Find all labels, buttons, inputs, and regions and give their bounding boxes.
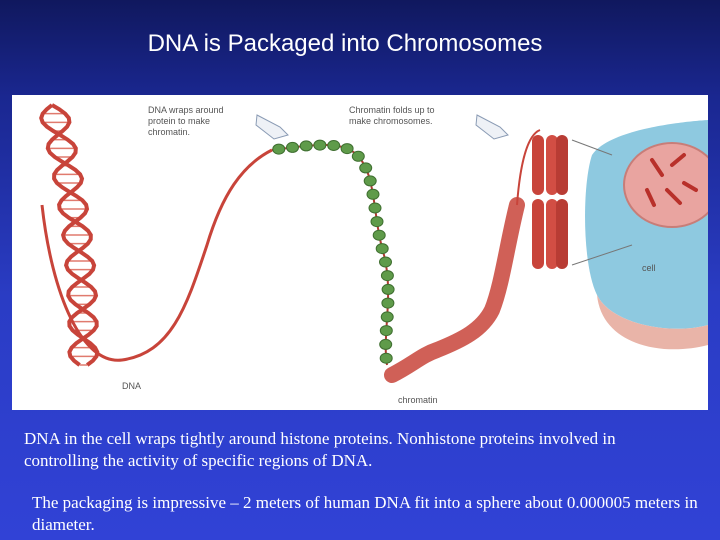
histone-bead <box>379 338 393 350</box>
histone-bead <box>366 188 380 200</box>
histone-bead <box>379 256 392 268</box>
histone-beads <box>272 139 395 364</box>
callout-chromatin-folds-1: Chromatin folds up to <box>349 105 435 115</box>
histone-bead <box>363 175 377 187</box>
cell-illustration <box>585 120 708 350</box>
helix-backbone <box>45 103 100 367</box>
histone-bead <box>370 216 384 228</box>
callout-dna-wraps-3: chromatin. <box>148 127 190 137</box>
label-dna: DNA <box>122 381 141 391</box>
label-chromatin: chromatin <box>398 395 438 405</box>
callout-dna-wraps-1: DNA wraps around <box>148 105 224 115</box>
dna-packaging-figure: DNA wraps around protein to make chromat… <box>12 95 708 410</box>
chromatin-fiber <box>384 197 525 383</box>
histone-bead <box>375 243 389 255</box>
histone-bead <box>359 162 373 174</box>
histone-bead <box>286 141 299 153</box>
slide-title: DNA is Packaged into Chromosomes <box>147 30 543 57</box>
connector-thread <box>516 129 541 206</box>
label-cell: cell <box>642 263 656 273</box>
paragraph-histone-wrapping: DNA in the cell wraps tightly around his… <box>24 429 616 470</box>
base-letter: A <box>36 154 41 161</box>
histone-bead <box>299 140 313 152</box>
histone-bead <box>379 325 393 337</box>
histone-bead <box>351 150 365 162</box>
histone-bead <box>380 311 394 323</box>
hand-pointer-icon <box>255 114 289 140</box>
histone-bead <box>340 143 354 155</box>
histone-bead <box>368 202 382 214</box>
histone-bead <box>372 229 386 241</box>
histone-bead <box>272 143 286 155</box>
dna-double-helix <box>39 103 100 367</box>
callout-dna-wraps-2: protein to make <box>148 116 210 126</box>
dna-strand <box>40 148 273 362</box>
histone-bead <box>313 139 327 151</box>
dna-packaging-illustration: DNA wraps around protein to make chromat… <box>32 103 708 405</box>
histone-bead <box>381 283 395 295</box>
base-letter: G <box>32 130 37 137</box>
pointer-line <box>571 139 613 156</box>
paragraph-packaging-scale: The packaging is impressive – 2 meters o… <box>32 493 698 534</box>
histone-bead <box>327 140 341 151</box>
callout-chromatin-folds-2: make chromosomes. <box>349 116 433 126</box>
chromosome-pair <box>532 135 568 269</box>
histone-bead <box>379 352 393 364</box>
base-letter: G <box>34 142 39 149</box>
helix-backbone <box>39 103 99 367</box>
histone-bead <box>380 270 394 282</box>
pointer-line <box>571 244 633 266</box>
hand-pointer-icon <box>475 114 509 140</box>
nucleus <box>623 142 708 228</box>
histone-bead <box>381 297 395 309</box>
